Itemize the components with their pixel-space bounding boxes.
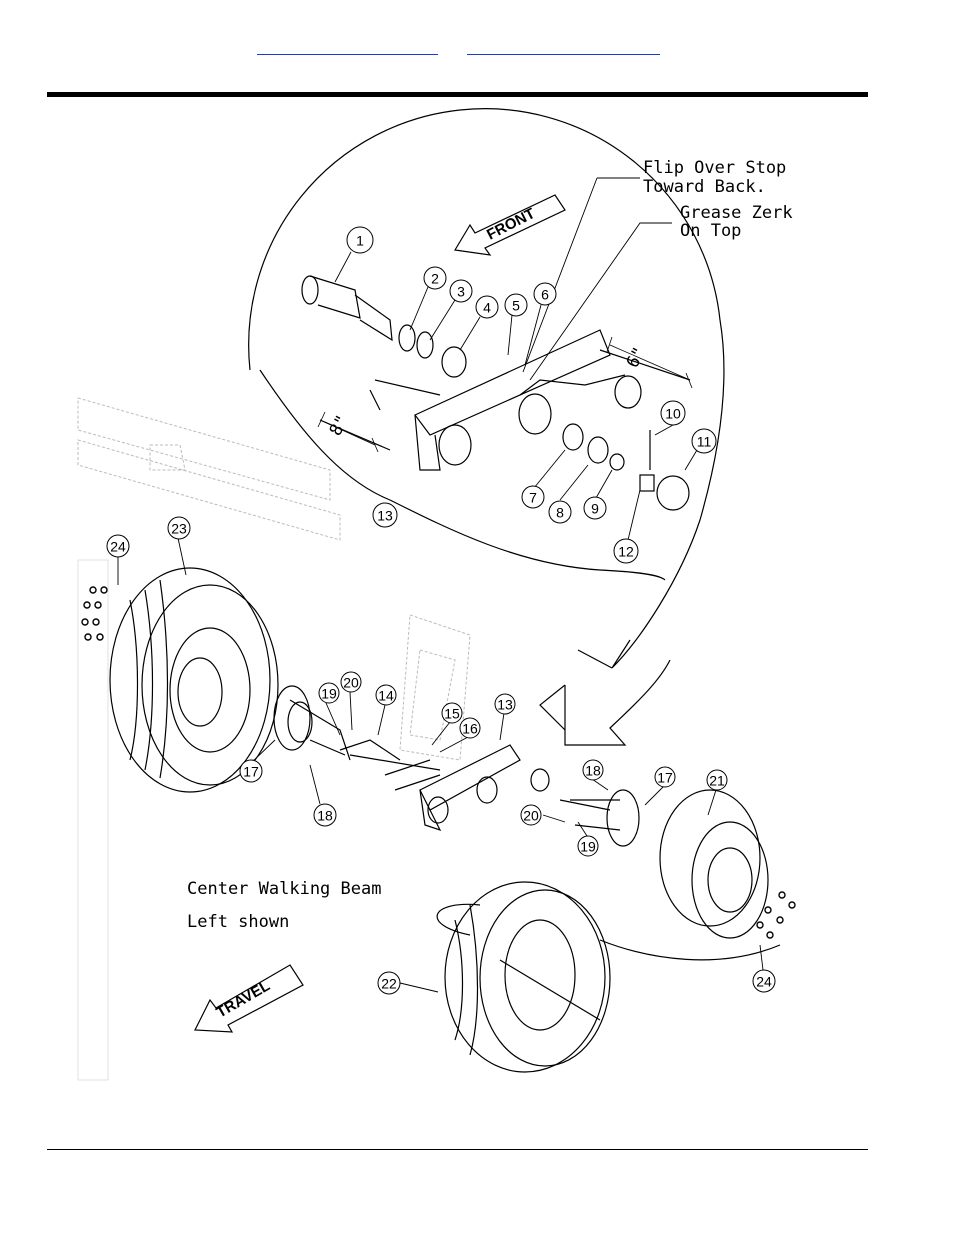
part-balloon-18 (313, 803, 337, 827)
part-balloon-16 (459, 717, 481, 739)
part-number-13: 13 (497, 697, 513, 713)
callout-flip-over-stop-line1: Flip Over Stop (643, 158, 786, 178)
part-balloon-9 (583, 496, 607, 520)
dimension-6in: 6" (623, 344, 650, 371)
callout-grease-zerk-line1: Grease Zerk (680, 203, 793, 223)
part-balloon-24 (106, 534, 130, 558)
footer-rule (47, 1149, 868, 1150)
part-number-16: 16 (462, 721, 478, 737)
part-number-6: 6 (541, 287, 549, 303)
part-number-17: 17 (243, 764, 259, 780)
part-number-19: 19 (321, 686, 337, 702)
part-balloon-21 (706, 769, 728, 791)
callout-text: Flip Over Stop Toward Back. Grease Zerk … (187, 158, 793, 932)
part-number-19: 19 (580, 839, 596, 855)
part-number-3: 3 (457, 284, 465, 300)
right-wheel (436, 789, 796, 1073)
part-balloon-18 (582, 759, 604, 781)
part-number-14: 14 (378, 688, 394, 704)
part-balloon-2 (423, 266, 447, 290)
detail-circle (248, 108, 721, 371)
part-balloon-15 (441, 702, 463, 724)
part-balloon-14 (375, 684, 397, 706)
callout-flip-over-stop-line2: Toward Back. (643, 177, 766, 197)
part-number-12: 12 (618, 544, 634, 560)
part-balloon-10 (660, 400, 686, 426)
detail-parts (301, 275, 691, 511)
part-balloon-13 (494, 693, 516, 715)
part-balloon-5 (504, 293, 528, 317)
part-number-11: 11 (697, 434, 712, 450)
part-number-18: 18 (585, 763, 601, 779)
part-balloon-17 (654, 766, 676, 788)
part-number-18: 18 (317, 808, 333, 824)
part-balloon-7 (521, 485, 545, 509)
part-number-21: 21 (709, 773, 725, 789)
leader-lines (117, 177, 764, 993)
part-number-20: 20 (343, 675, 359, 691)
left-wheel (81, 567, 351, 793)
zoom-arrow (564, 659, 671, 746)
front-arrow: FRONT (454, 194, 566, 256)
front-arrow-label: FRONT (484, 205, 538, 244)
callout-grease-zerk-line2: On Top (680, 221, 741, 241)
frame-ghost (77, 397, 471, 1081)
part-balloon-13 (372, 502, 398, 528)
part-balloon-6 (533, 282, 557, 306)
part-number-20: 20 (523, 808, 539, 824)
part-balloon-11 (691, 428, 717, 454)
caption-line2: Left shown (187, 912, 289, 932)
nav-link-right[interactable] (467, 44, 660, 55)
detail-circle-cut (259, 369, 666, 581)
part-balloon-20 (340, 671, 362, 693)
part-number-13: 13 (377, 508, 393, 524)
part-balloon-3 (449, 279, 473, 303)
part-balloon-19 (577, 835, 599, 857)
part-number-4: 4 (483, 300, 491, 316)
part-balloon-22 (377, 971, 401, 995)
part-balloon-12 (613, 538, 639, 564)
nav-link-left[interactable] (257, 44, 438, 55)
dimension-marks: 8" 6" (317, 336, 693, 453)
part-number-2: 2 (431, 271, 439, 287)
part-balloon-1 (346, 226, 374, 254)
part-number-5: 5 (512, 298, 520, 314)
part-number-15: 15 (444, 706, 460, 722)
part-balloon-4 (475, 295, 499, 319)
part-balloon-17 (239, 759, 263, 783)
part-balloon-24 (752, 969, 776, 993)
travel-arrow: TRAVEL (194, 964, 304, 1033)
header-rule (47, 92, 868, 97)
dimension-8in: 8" (326, 412, 353, 439)
part-balloon-23 (167, 516, 191, 540)
part-number-8: 8 (556, 505, 564, 521)
part-number-22: 22 (381, 976, 397, 992)
part-balloon-20 (520, 804, 542, 826)
part-balloon-19 (318, 682, 340, 704)
part-number-7: 7 (529, 490, 537, 506)
walking-beam-assembly (339, 739, 611, 832)
part-number-9: 9 (591, 501, 599, 517)
part-balloon-8 (548, 500, 572, 524)
caption-line1: Center Walking Beam (187, 879, 381, 899)
travel-arrow-label: TRAVEL (214, 977, 274, 1021)
part-number-23: 23 (171, 521, 187, 537)
part-number-24: 24 (110, 539, 126, 555)
part-number-10: 10 (665, 406, 681, 422)
part-number-17: 17 (657, 770, 673, 786)
detail-return-arrow (577, 319, 725, 669)
part-number-1: 1 (356, 233, 364, 249)
part-number-24: 24 (756, 974, 772, 990)
